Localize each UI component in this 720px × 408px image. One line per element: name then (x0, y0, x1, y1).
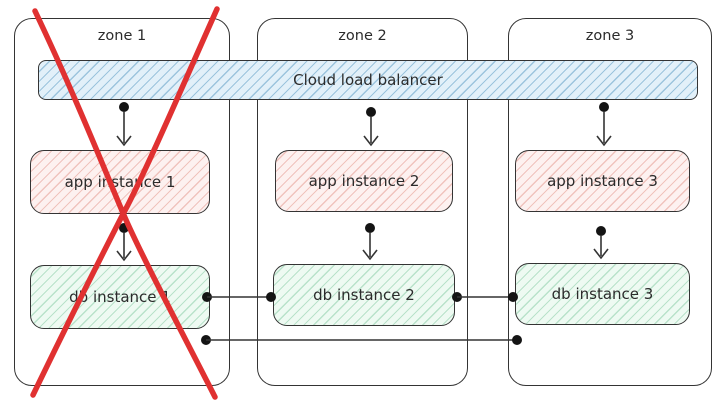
app-instance-2-label: app instance 2 (308, 172, 420, 190)
db-instance-1-label: db instance 1 (69, 288, 171, 306)
zone-1-label: zone 1 (97, 28, 147, 44)
db-instance-1-box: db instance 1 (30, 265, 210, 329)
zone-3-label: zone 3 (585, 28, 635, 44)
db-instance-2-box: db instance 2 (273, 264, 455, 326)
app-instance-3-box: app instance 3 (515, 150, 690, 212)
app-instance-2-box: app instance 2 (275, 150, 453, 212)
load-balancer-label: Cloud load balancer (293, 71, 443, 89)
db-instance-3-box: db instance 3 (515, 263, 690, 325)
zone-2-label: zone 2 (338, 28, 387, 44)
db-instance-3-label: db instance 3 (551, 285, 654, 303)
app-instance-1-label: app instance 1 (64, 173, 176, 191)
app-instance-1-box: app instance 1 (30, 150, 210, 214)
app-instance-3-label: app instance 3 (547, 172, 658, 190)
db-instance-2-label: db instance 2 (313, 286, 415, 304)
load-balancer-bar: Cloud load balancer (38, 60, 698, 100)
